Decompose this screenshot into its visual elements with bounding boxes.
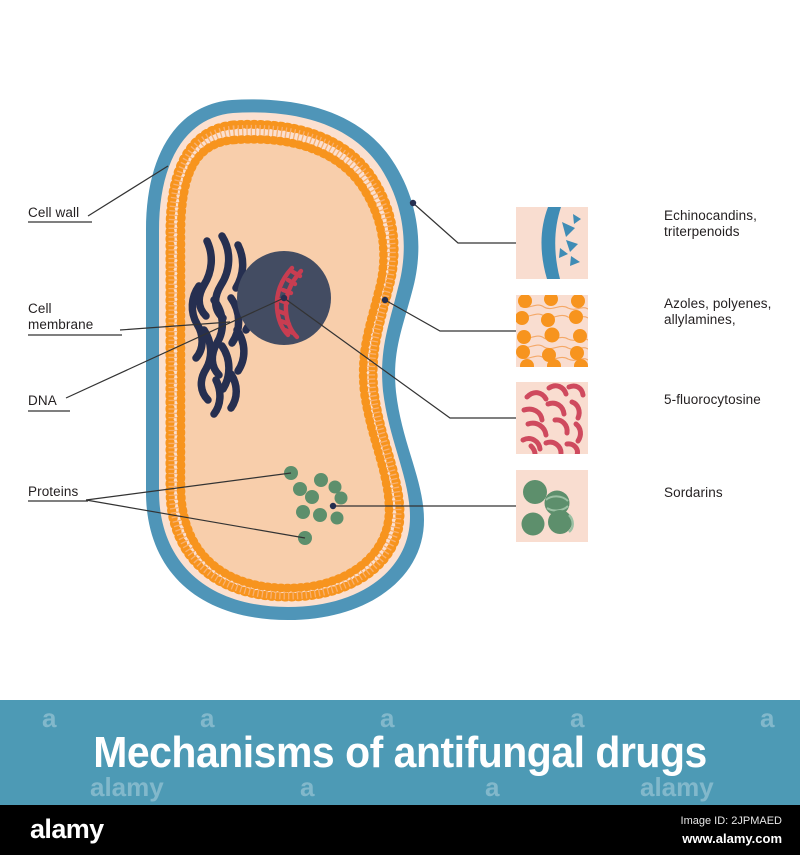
label-cell-membrane-line2: membrane (28, 317, 94, 332)
leader-lines-left (28, 165, 306, 539)
panel-dna-fragments (516, 382, 588, 454)
leader-proteins-a (85, 472, 292, 501)
label-echinocandins-line2: triterpenoids (664, 224, 740, 239)
image-id-text: Image ID: 2JPMAED (680, 815, 782, 827)
cytoplasm-shape (181, 139, 389, 588)
label-azoles-line2: allylamines, (664, 312, 736, 327)
panel-membrane-bilayer (516, 295, 588, 367)
page-title: Mechanisms of antifungal drugs (93, 727, 707, 777)
label-proteins: Proteins (28, 484, 79, 499)
title-banner: a a a a a alamy a a alamy Mechanisms of … (0, 700, 800, 805)
membrane-tails (168, 124, 402, 600)
leader-proteins-b (85, 499, 306, 539)
alamy-url[interactable]: www.alamy.com (682, 831, 782, 846)
panel-cell-wall-disruption (516, 207, 588, 279)
leader-dna (65, 297, 285, 399)
label-azoles: Azoles, polyenes,allylamines, (664, 296, 772, 328)
leader-cell-wall (87, 165, 169, 217)
label-cell-wall: Cell wall (28, 205, 80, 220)
leader-lines-panels (280, 199, 516, 510)
label-echinocandins: Echinocandins,triterpenoids (664, 208, 757, 240)
leader-panel-2 (384, 299, 516, 332)
nuclear-dna-helix (274, 265, 304, 340)
panel-ribosomes (516, 470, 588, 542)
leader-cell-membrane (119, 321, 231, 331)
label-flucytosine: 5-fluorocytosine (664, 392, 761, 407)
label-dna: DNA (28, 393, 57, 408)
leader-panel-1 (412, 202, 516, 244)
membrane-inner-ring (176, 135, 394, 593)
label-azoles-line1: Azoles, polyenes, (664, 296, 772, 311)
label-sordarins: Sordarins (664, 485, 723, 500)
cell-membrane-bilayer (165, 119, 405, 602)
alamy-footer: alamy Image ID: 2JPMAED www.alamy.com (0, 805, 800, 855)
alamy-logo: alamy (30, 814, 104, 844)
label-cell-membrane-line1: Cell (28, 301, 52, 316)
leader-panel-3 (283, 297, 516, 419)
label-echinocandins-line1: Echinocandins, (664, 208, 757, 223)
